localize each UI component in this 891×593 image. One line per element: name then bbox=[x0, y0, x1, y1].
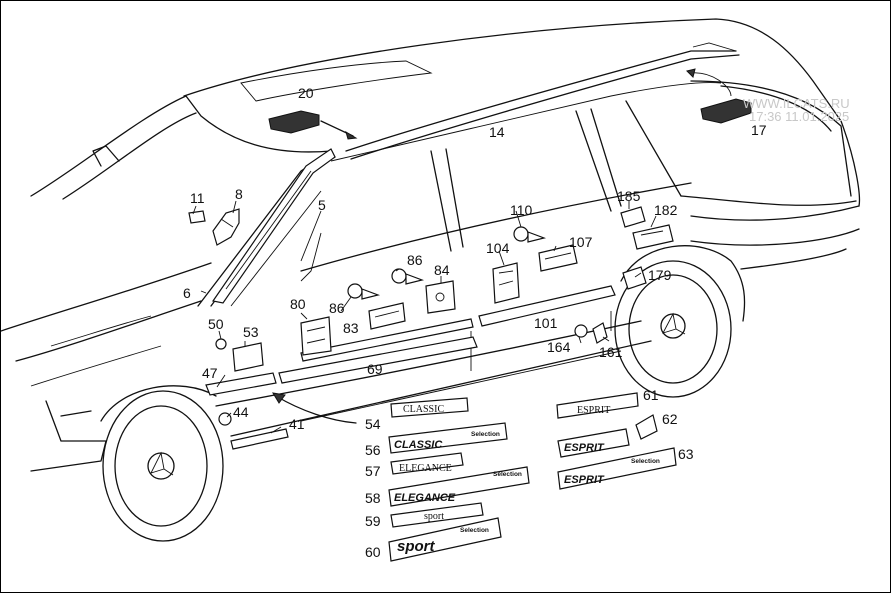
bracket-8 bbox=[212, 208, 240, 246]
callout-labels: 20 14 17 11 8 5 6 110 185 182 104 107 86… bbox=[183, 85, 767, 560]
badge-61: ESPRIT bbox=[556, 392, 639, 419]
callout-17: 17 bbox=[751, 122, 767, 138]
callout-60: 60 bbox=[365, 544, 381, 560]
callout-185: 185 bbox=[617, 188, 641, 204]
callout-179: 179 bbox=[648, 267, 672, 283]
badge-63-text: ESPRIT bbox=[564, 474, 605, 486]
badge-57: ELEGANCE bbox=[390, 452, 464, 475]
callout-80: 80 bbox=[290, 296, 306, 312]
plug-161 bbox=[574, 322, 608, 344]
callout-11: 11 bbox=[190, 190, 205, 206]
badge-58: ELEGANCE Selection bbox=[388, 466, 530, 507]
screw-86-lower bbox=[347, 283, 381, 300]
badge-60: sport Selection bbox=[388, 517, 502, 562]
badge-56-text: CLASSIC bbox=[394, 439, 443, 451]
badge-60-text: sport bbox=[397, 538, 436, 555]
callout-41: 41 bbox=[289, 416, 305, 432]
callout-47: 47 bbox=[202, 365, 218, 381]
callout-110: 110 bbox=[510, 202, 533, 218]
clip-83 bbox=[368, 302, 406, 330]
badge-62: ESPRIT bbox=[557, 414, 658, 458]
plug-50 bbox=[215, 338, 227, 350]
callout-57: 57 bbox=[365, 463, 381, 479]
watermark: WWW.ILCATS.RU 17:36 11.01.2025 bbox=[743, 96, 850, 124]
callout-63: 63 bbox=[678, 446, 694, 462]
callout-83: 83 bbox=[343, 320, 359, 336]
callout-59: 59 bbox=[365, 513, 381, 529]
badge-54-text: CLASSIC bbox=[403, 404, 444, 415]
callout-53: 53 bbox=[243, 324, 259, 340]
callout-58: 58 bbox=[365, 490, 381, 506]
badge-63: ESPRIT Selection bbox=[557, 447, 677, 490]
trim-strip-101 bbox=[478, 285, 616, 327]
trim-strip-164 bbox=[300, 318, 474, 362]
callout-104: 104 bbox=[486, 240, 510, 256]
clip-182 bbox=[632, 224, 674, 250]
callout-107: 107 bbox=[569, 234, 593, 250]
callout-86-lower: 86 bbox=[329, 300, 345, 316]
callout-54: 54 bbox=[365, 416, 381, 432]
badge-58-text: ELEGANCE bbox=[394, 492, 456, 504]
callout-8: 8 bbox=[235, 186, 243, 202]
rear-wheel bbox=[614, 260, 732, 398]
callout-86-upper: 86 bbox=[407, 252, 423, 268]
callout-56: 56 bbox=[365, 442, 381, 458]
watermark-stamp: 17:36 11.01.2025 bbox=[749, 109, 849, 124]
trim-strip-179 bbox=[622, 266, 647, 290]
callout-164: 164 bbox=[547, 339, 571, 355]
callout-182: 182 bbox=[654, 202, 678, 218]
clip-20 bbox=[268, 110, 358, 140]
badge-54: CLASSIC bbox=[390, 397, 469, 418]
badge-56-subtext: Selection bbox=[471, 431, 500, 438]
rocker-strip-41 bbox=[230, 428, 289, 450]
badge-60-subtext: Selection bbox=[460, 527, 489, 534]
badge-57-text: ELEGANCE bbox=[399, 463, 452, 474]
callout-14: 14 bbox=[489, 124, 505, 140]
clip-104 bbox=[492, 262, 520, 304]
badge-63-subtext: Selection bbox=[631, 458, 660, 465]
fastener-11 bbox=[188, 210, 206, 224]
badge-59-text: sport bbox=[424, 511, 444, 522]
plate-84 bbox=[425, 280, 456, 314]
clip-53 bbox=[232, 342, 264, 372]
clip-185 bbox=[620, 206, 646, 228]
badge-59: sport bbox=[390, 502, 484, 528]
callout-61: 61 bbox=[643, 387, 659, 403]
front-wheel bbox=[102, 390, 224, 542]
callout-101: 101 bbox=[534, 315, 558, 331]
screw-110 bbox=[513, 226, 547, 243]
screw-86-upper bbox=[391, 268, 425, 285]
trim-strip-47 bbox=[205, 372, 277, 396]
callout-5: 5 bbox=[318, 197, 326, 213]
callout-84: 84 bbox=[434, 262, 450, 278]
callout-20: 20 bbox=[298, 85, 314, 101]
trim-strip-69 bbox=[278, 336, 478, 384]
callout-62: 62 bbox=[662, 411, 678, 427]
callout-69: 69 bbox=[367, 361, 383, 377]
callout-50: 50 bbox=[208, 316, 224, 332]
watermark-site: WWW.ILCATS.RU bbox=[743, 96, 850, 111]
clip-107 bbox=[538, 244, 578, 272]
badge-61-text: ESPRIT bbox=[577, 405, 610, 416]
leader-lines bbox=[192, 200, 657, 434]
callout-161: 161 bbox=[599, 344, 623, 360]
badge-62-text: ESPRIT bbox=[564, 442, 605, 454]
badge-58-subtext: Selection bbox=[493, 471, 522, 478]
badge-56: CLASSIC Selection bbox=[388, 422, 508, 454]
callout-44: 44 bbox=[233, 404, 249, 420]
clip-17 bbox=[686, 68, 752, 124]
pillar-trim-5 bbox=[211, 148, 336, 304]
clip-80 bbox=[300, 316, 332, 356]
callout-6: 6 bbox=[183, 285, 191, 301]
